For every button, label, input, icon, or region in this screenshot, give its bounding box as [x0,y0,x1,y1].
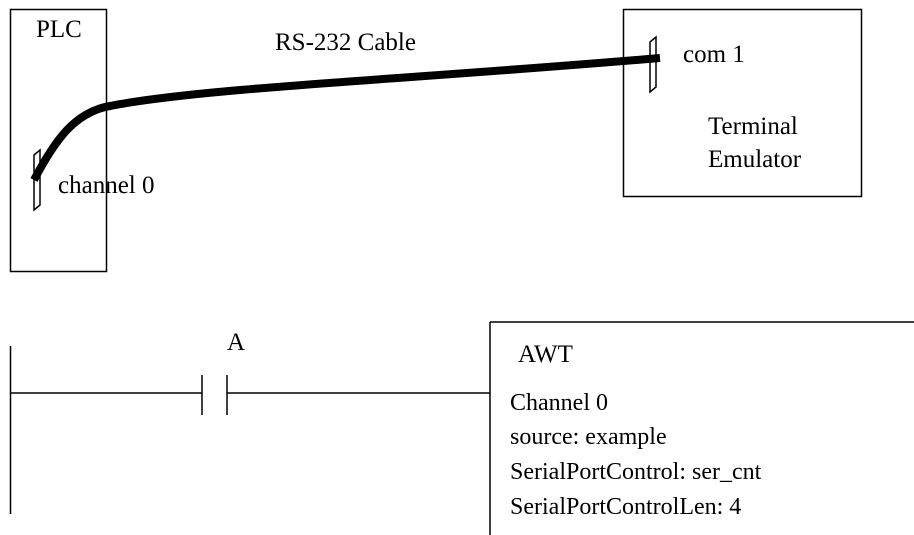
awt-param-serial-port-control-len: SerialPortControlLen: 4 [510,494,742,520]
channel-0-label: channel 0 [58,172,155,199]
awt-param-source: source: example [510,424,667,450]
plc-box [9,8,108,273]
awt-param-channel: Channel 0 [510,390,608,416]
rs232-cable [30,54,661,182]
awt-param-serial-port-control: SerialPortControl: ser_cnt [510,459,762,485]
cable-label: RS-232 Cable [275,29,416,56]
terminal-title-line1: Terminal [708,113,798,140]
contact-a-label: A [227,329,246,356]
terminal-emulator-box [622,8,863,198]
com-1-connector-icon [649,35,657,94]
terminal-title-line2: Emulator [708,146,802,173]
awt-block-title: AWT [518,341,573,368]
plc-title: PLC [36,16,82,43]
com-1-label: com 1 [683,41,745,68]
